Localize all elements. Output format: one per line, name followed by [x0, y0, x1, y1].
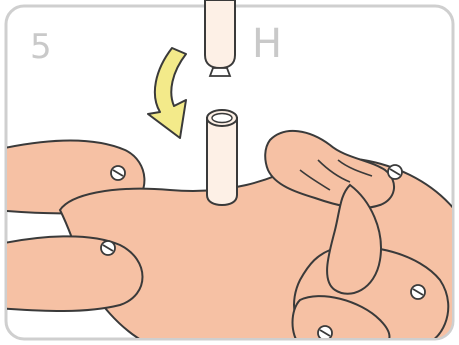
- screw-icon: [101, 241, 115, 255]
- screw-icon: [388, 165, 402, 179]
- screw-icon: [111, 166, 125, 180]
- screw-icon: [411, 285, 425, 299]
- probe-lower: [207, 110, 237, 205]
- probe-upper: [205, 0, 235, 76]
- step-number: 5: [30, 30, 52, 64]
- screw-icon: [318, 326, 332, 340]
- lower-arm: [0, 236, 143, 311]
- step-letter: H: [252, 24, 282, 64]
